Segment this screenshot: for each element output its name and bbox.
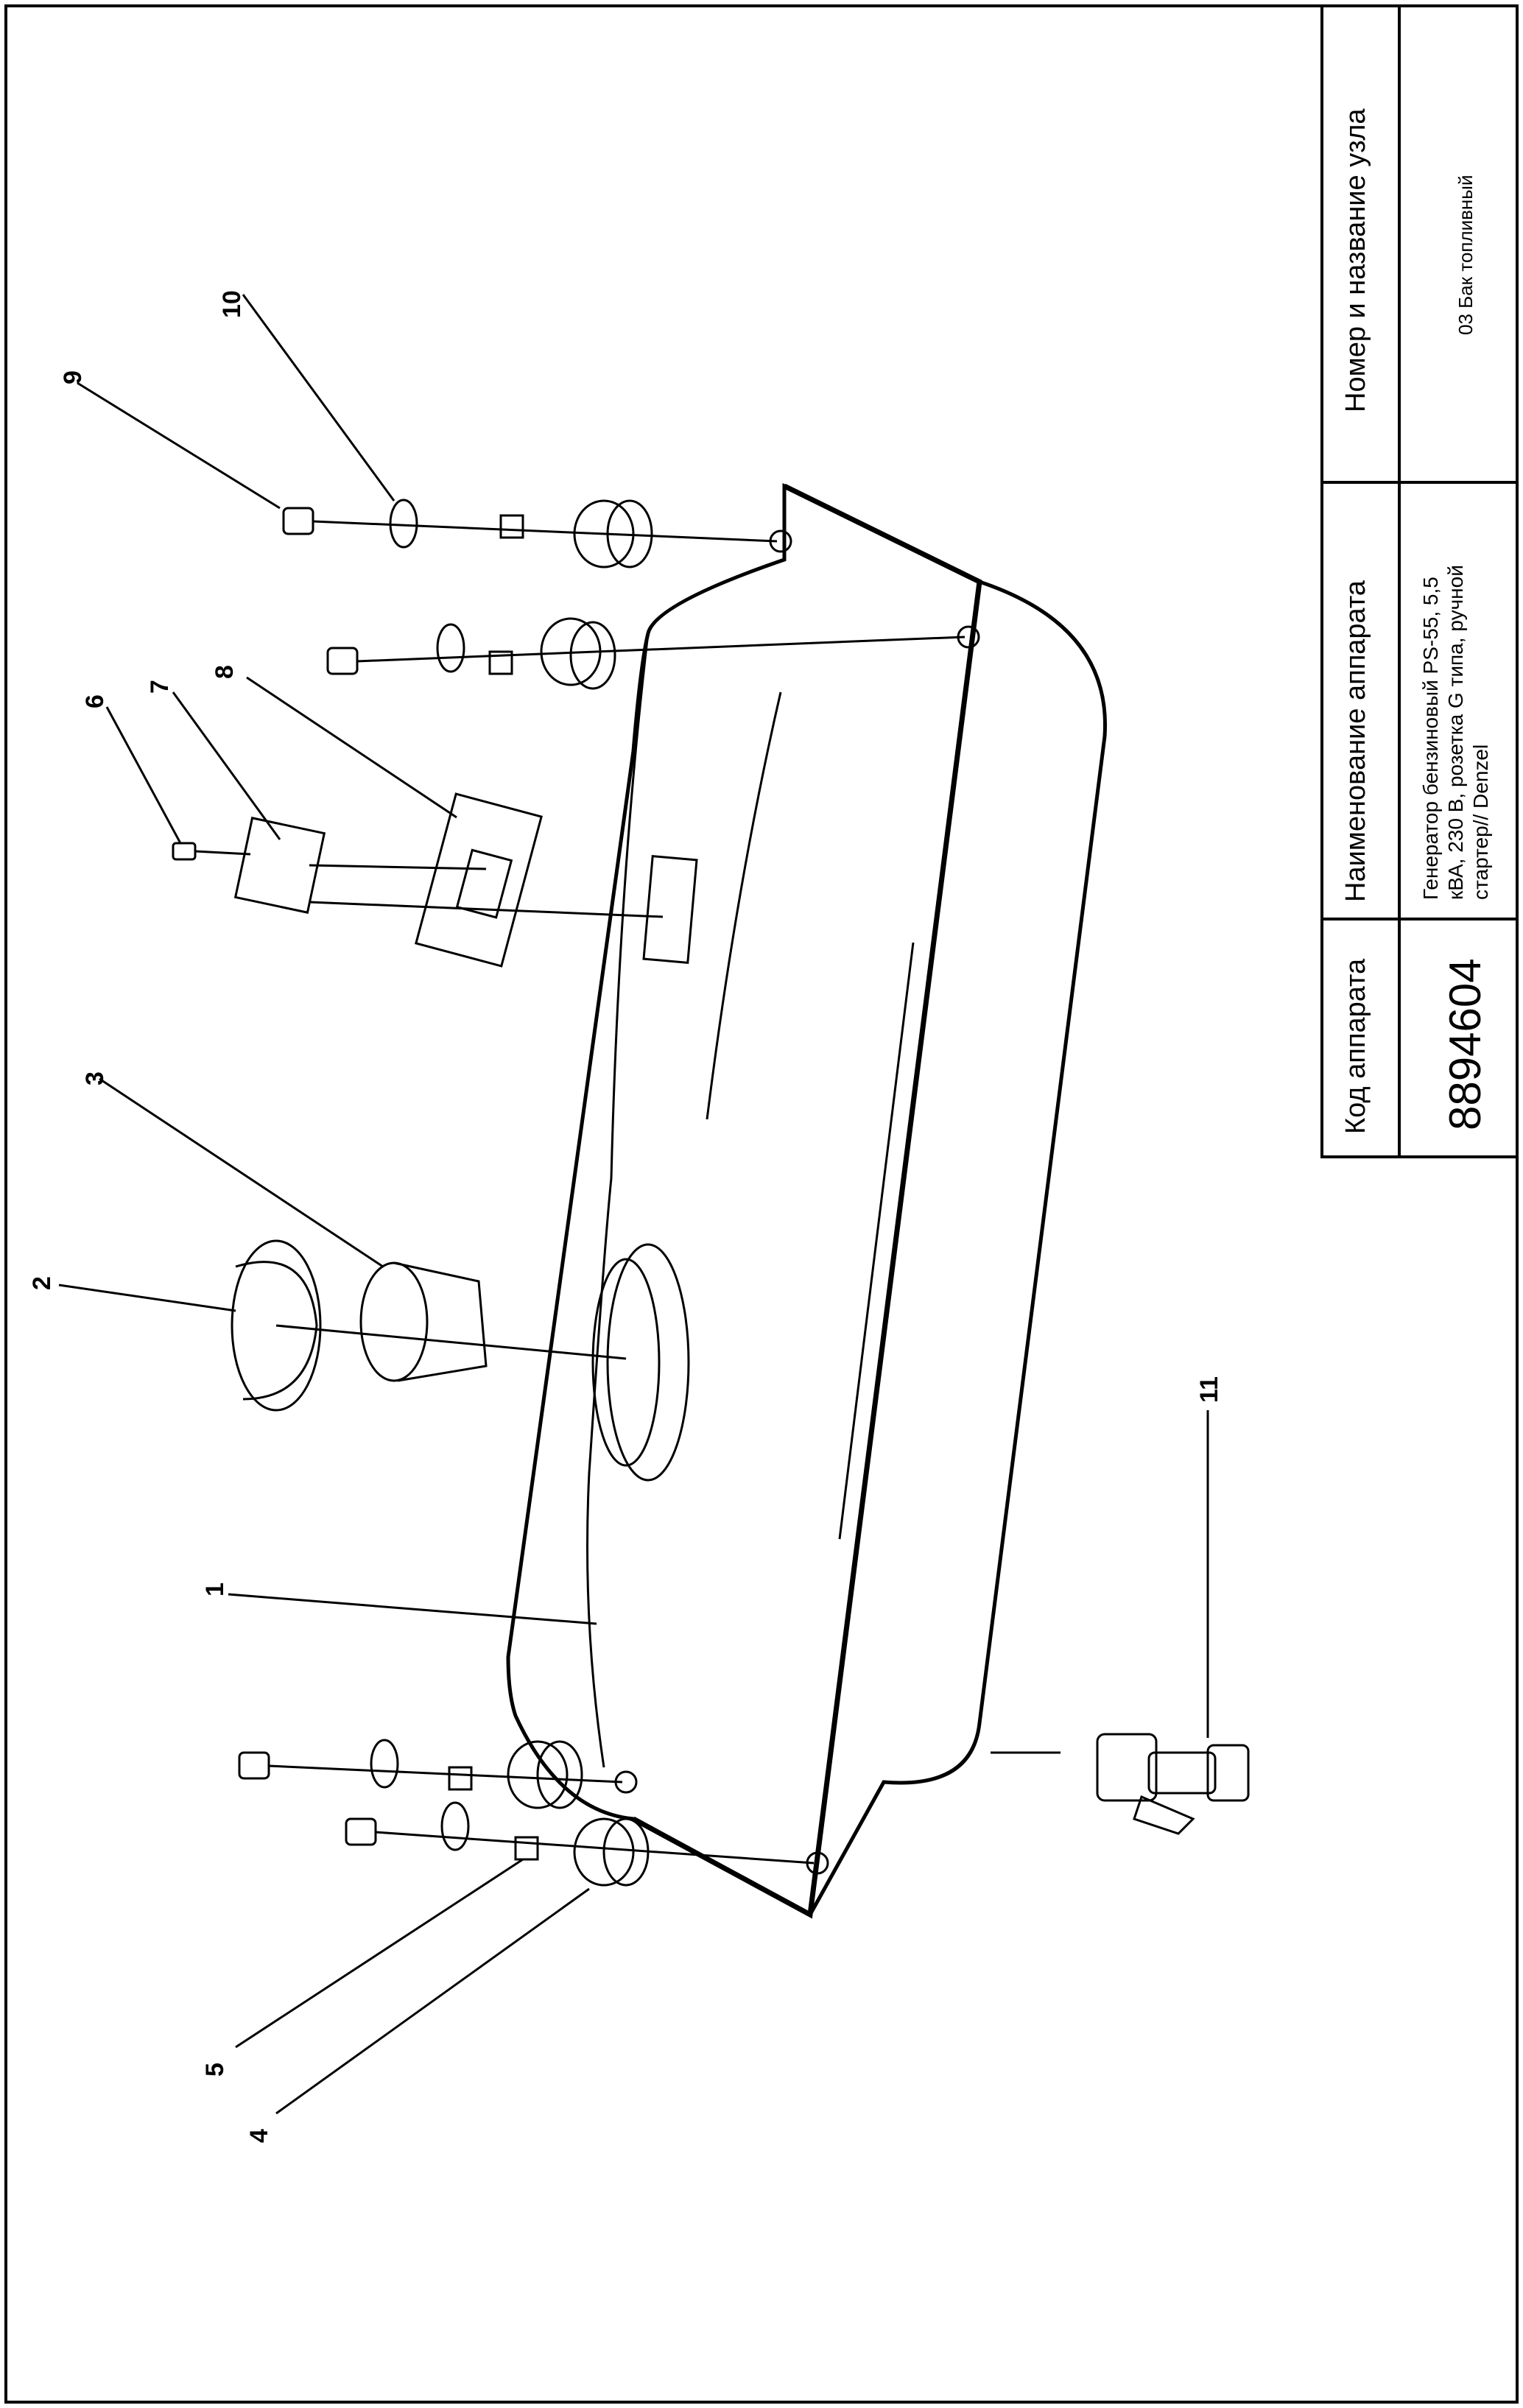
col2-value-line2: кВА, 230 В, розетка G типа, ручной	[1444, 565, 1467, 900]
callout-2: 2	[28, 1276, 56, 1290]
col3-header: Номер и название узла	[1340, 108, 1371, 412]
col2-value-line1: Генератор бензиновый PS-55, 5,5	[1419, 577, 1442, 900]
callout-7: 7	[146, 680, 174, 694]
leader-lines	[58, 294, 1209, 2115]
callout-3: 3	[81, 1071, 109, 1085]
col2-header: Наименование аппарата	[1340, 580, 1371, 902]
callout-4: 4	[245, 2129, 273, 2143]
title-block	[1320, 4, 1519, 1158]
mount-hardware	[172, 499, 1250, 1887]
col2-value-line3: стартер// Denzel	[1469, 744, 1492, 900]
callout-1: 1	[201, 1583, 229, 1596]
col3-value: 03 Бак топливный	[1455, 175, 1477, 336]
fuel-tank	[506, 482, 1108, 1919]
col1-header: Код аппарата	[1340, 958, 1371, 1134]
callout-8: 8	[211, 665, 239, 679]
sheet-frame	[4, 4, 1519, 2404]
callout-10: 10	[218, 290, 246, 318]
callout-6: 6	[81, 694, 109, 708]
callout-5: 5	[201, 2063, 229, 2077]
col1-value: 8894604	[1441, 958, 1490, 1130]
callout-11: 11	[1195, 1376, 1223, 1403]
callout-9: 9	[59, 370, 87, 384]
